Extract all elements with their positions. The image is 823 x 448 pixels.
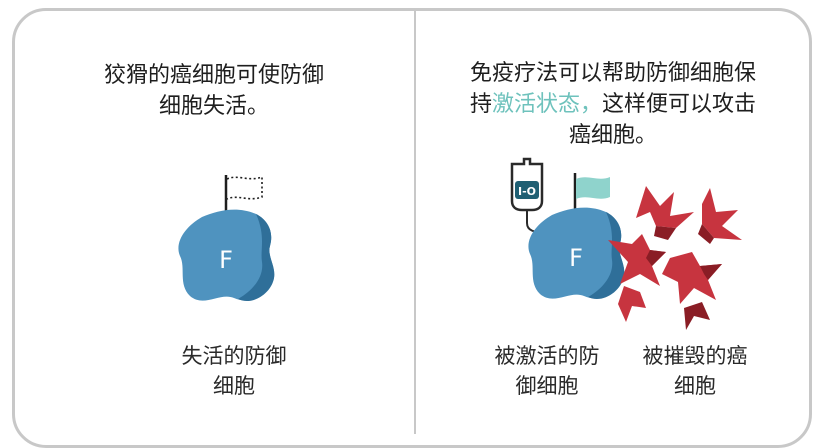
left-caption-line-2: 细胞 — [213, 374, 255, 398]
iv-bag-icon: I-O — [510, 157, 544, 233]
left-heading: 狡猾的癌细胞可使防御 细胞失活。 — [14, 60, 414, 122]
left-heading-line-2: 细胞失活。 — [158, 94, 269, 119]
left-caption-line-1: 失活的防御 — [181, 344, 287, 368]
heading-suffix: 这样便可以攻击 — [602, 92, 757, 117]
heading-highlight: 激活状态， — [491, 92, 602, 117]
cell-letter: F — [219, 246, 233, 274]
activated-caption-line-1: 被激活的防 — [494, 344, 600, 368]
destroyed-cancer-caption: 被摧毁的癌 细胞 — [620, 341, 770, 401]
panel-divider — [414, 10, 416, 434]
destroyed-caption-line-2: 细胞 — [674, 374, 716, 398]
right-heading: 免疫疗法可以帮助防御细胞保 持激活状态，这样便可以攻击 癌细胞。 — [416, 58, 810, 151]
activated-caption-line-2: 御细胞 — [515, 374, 579, 398]
shattered-cancer-cell-icon — [608, 186, 742, 330]
left-panel: 狡猾的癌细胞可使防御 细胞失活。 F 失活的防御 细胞 — [14, 0, 414, 434]
deactivated-defense-cell: F — [178, 175, 275, 302]
left-heading-line-1: 狡猾的癌细胞可使防御 — [103, 63, 324, 88]
right-heading-line-1: 免疫疗法可以帮助防御细胞保 — [469, 61, 756, 86]
defense-cell-icon: F — [178, 209, 275, 302]
destroyed-caption-line-1: 被摧毁的癌 — [642, 344, 748, 368]
left-caption: 失活的防御 细胞 — [124, 341, 344, 401]
defense-cell-icon: F — [528, 207, 625, 300]
activated-defense-cell: I-O F — [510, 157, 625, 300]
right-panel: 免疫疗法可以帮助防御细胞保 持激活状态，这样便可以攻击 癌细胞。 I-O F — [416, 0, 810, 434]
iv-bag-label: I-O — [518, 185, 536, 198]
right-heading-line-3: 癌细胞。 — [568, 123, 657, 148]
cell-letter: F — [569, 244, 583, 272]
right-heading-line-2: 持激活状态，这样便可以攻击 — [416, 89, 810, 120]
heading-prefix: 持 — [469, 92, 492, 117]
activated-cell-caption: 被激活的防 御细胞 — [472, 341, 622, 401]
